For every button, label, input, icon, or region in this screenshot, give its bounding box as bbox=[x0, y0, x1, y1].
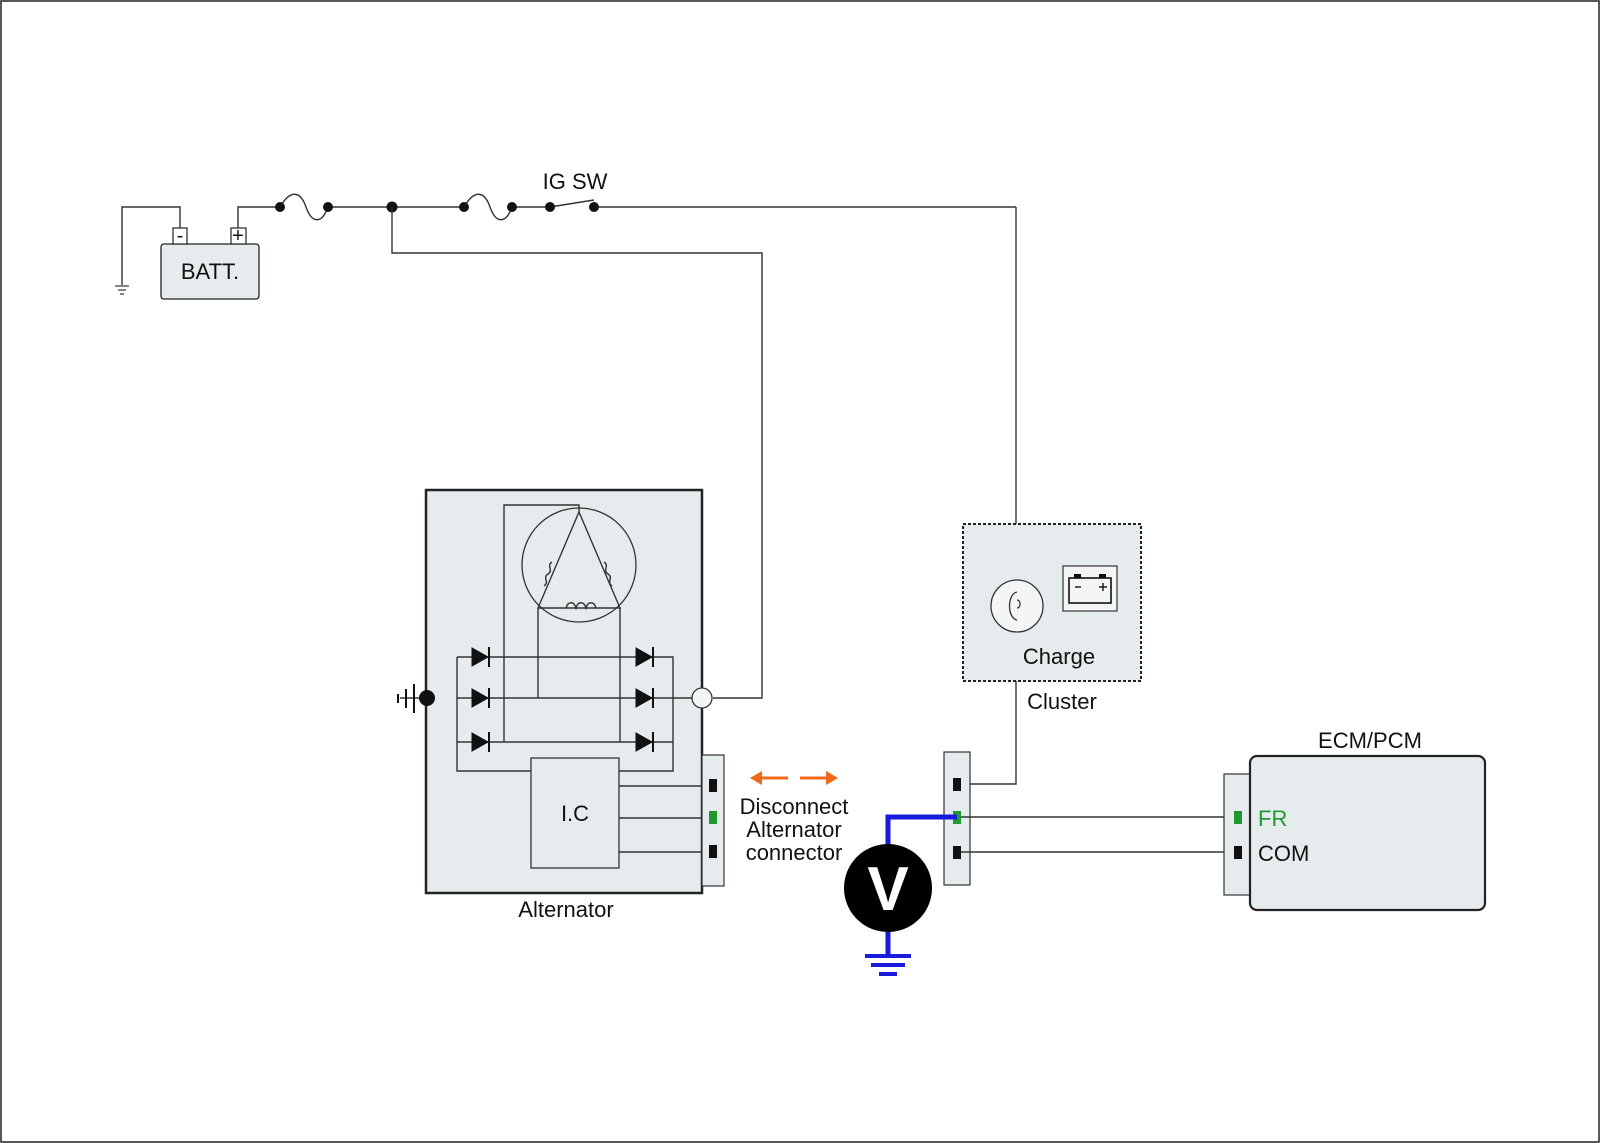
battery-body bbox=[160, 243, 260, 300]
battery-positive-sign: + bbox=[232, 225, 244, 247]
ig-lamp-wire bbox=[958, 207, 1017, 785]
charge-lamp-icon bbox=[990, 579, 1044, 633]
battery-ground-icon bbox=[115, 206, 181, 295]
voltmeter[interactable]: V bbox=[844, 844, 932, 932]
ecm-connector bbox=[1223, 773, 1252, 896]
ic-label: I.C bbox=[561, 801, 589, 826]
ecm-pcm: FR COM bbox=[1223, 754, 1487, 912]
ig-switch-icon bbox=[549, 199, 595, 208]
ecm-label: ECM/PCM bbox=[1318, 728, 1422, 753]
instruction-line-3: connector bbox=[746, 840, 843, 865]
fuse-1-icon bbox=[279, 193, 329, 221]
ig-switch-label: IG SW bbox=[543, 169, 608, 194]
power-feed bbox=[237, 193, 1016, 228]
rectifier-diodes-icon bbox=[471, 647, 654, 752]
ecm-body bbox=[1248, 754, 1487, 912]
fr-terminal-label: FR bbox=[1258, 806, 1287, 831]
instruction-line-2: Alternator bbox=[746, 817, 841, 842]
disconnect-arrows-icon bbox=[750, 771, 838, 785]
b-terminal-icon bbox=[691, 687, 713, 709]
probe-ground-icon bbox=[865, 932, 911, 976]
battery: BATT. - + bbox=[160, 225, 260, 300]
fuse-2-icon bbox=[463, 193, 513, 221]
b-plus-wire bbox=[391, 207, 763, 699]
harness-pin-1 bbox=[953, 778, 961, 791]
ecm-pin-com bbox=[1234, 846, 1242, 859]
alternator-pin-3 bbox=[709, 845, 717, 858]
cluster-label: Cluster bbox=[1027, 689, 1097, 714]
voltmeter-icon[interactable] bbox=[844, 844, 932, 932]
charge-label: Charge bbox=[1023, 644, 1095, 669]
battery-warning-icon bbox=[1062, 565, 1118, 612]
alternator-pin-1 bbox=[709, 779, 717, 792]
harness-pin-com bbox=[953, 846, 961, 859]
instruction-line-1: Disconnect bbox=[740, 794, 849, 819]
ecm-pin-fr bbox=[1234, 811, 1242, 824]
com-terminal-label: COM bbox=[1258, 841, 1309, 866]
cluster: Charge bbox=[962, 523, 1142, 682]
alternator: I.C bbox=[397, 488, 725, 895]
probe-wire bbox=[885, 814, 957, 850]
battery-label: BATT. bbox=[181, 259, 239, 284]
alternator-pin-fr bbox=[709, 811, 717, 824]
ic-regulator bbox=[530, 757, 620, 869]
voltmeter-label: V bbox=[867, 855, 908, 924]
battery-negative-sign: - bbox=[177, 225, 184, 247]
alternator-label: Alternator bbox=[518, 897, 613, 922]
